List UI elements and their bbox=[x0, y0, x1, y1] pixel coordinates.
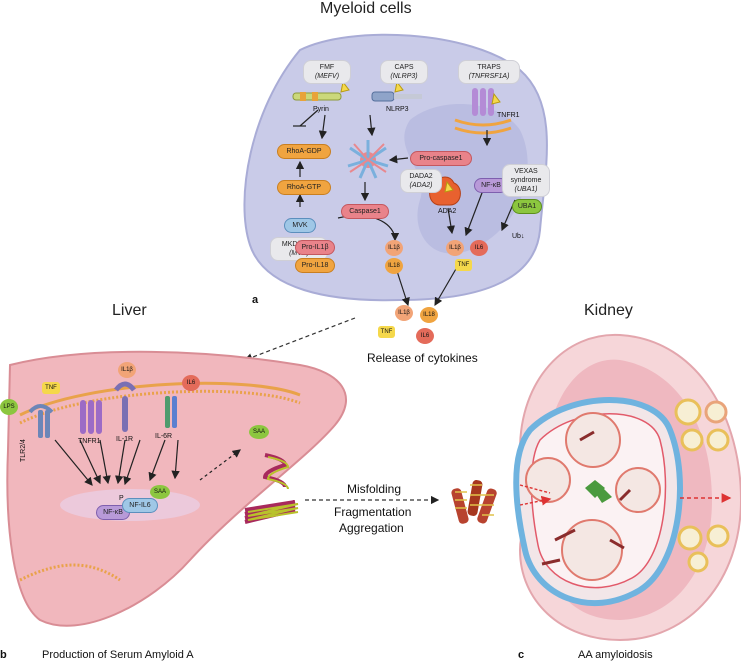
liver-nfkb: NF-κB bbox=[96, 505, 130, 520]
saa-liver-nucleus: SAA bbox=[150, 485, 170, 499]
released-il18: IL18 bbox=[420, 307, 438, 323]
panel-label-b: b bbox=[0, 649, 7, 661]
tlr24-label: TLR2/4 bbox=[20, 439, 27, 462]
liver-tnf: TNF bbox=[42, 382, 60, 394]
caspase1: Caspase1 bbox=[341, 204, 389, 219]
nlrp3-gene: (NLRP3) bbox=[390, 73, 418, 80]
caps-badge: CAPS (NLRP3) bbox=[380, 60, 428, 84]
inflammasome bbox=[347, 140, 389, 179]
vexas-badge: VEXAS syndrome (UBA1) bbox=[502, 164, 550, 197]
released-il1b: IL1β bbox=[395, 305, 413, 321]
title-kidney: Kidney bbox=[584, 302, 633, 319]
title-liver: Liver bbox=[112, 302, 147, 319]
il1b-cell-2: IL1β bbox=[446, 240, 464, 256]
rhoa-gtp: RhoA-GTP bbox=[277, 180, 331, 195]
il1r-label: IL-1R bbox=[116, 436, 134, 443]
glomerulus bbox=[513, 397, 683, 607]
fmf-badge: FMF (MEFV) bbox=[303, 60, 351, 84]
saa-monomer bbox=[262, 453, 290, 490]
uba1-protein: UBA1 bbox=[512, 199, 542, 214]
tnfr1-cell-label: TNFR1 bbox=[497, 112, 520, 119]
fmf-label: FMF bbox=[319, 64, 335, 71]
ada2-label: ADA2 bbox=[438, 208, 457, 215]
misfolding-label: Misfolding bbox=[347, 482, 402, 496]
dashed-arrow-to-liver bbox=[243, 317, 356, 362]
pro-il18: Pro-IL18 bbox=[295, 258, 335, 273]
uba1-gene: (UBA1) bbox=[514, 186, 538, 193]
amyloid-fibrils bbox=[451, 480, 497, 524]
panel-label-c: c bbox=[518, 649, 525, 661]
released-tnf: TNF bbox=[378, 326, 395, 338]
pro-caspase1: Pro-caspase1 bbox=[410, 151, 472, 166]
nlrp3-protein bbox=[371, 80, 422, 102]
liver-arrows bbox=[54, 439, 241, 486]
caption-c: AA amyloidosis bbox=[578, 649, 653, 661]
mefv-gene: (MEFV) bbox=[314, 73, 340, 80]
tnf-cell: TNF bbox=[455, 259, 472, 271]
title-myeloid: Myeloid cells bbox=[320, 0, 412, 17]
il18-cell: IL18 bbox=[385, 258, 403, 274]
mvk-protein: MVK bbox=[284, 218, 316, 233]
dada2-badge: DADA2 (ADA2) bbox=[400, 169, 442, 193]
traps-badge: TRAPS (TNFRSF1A) bbox=[458, 60, 520, 84]
ub-label: Ub↓ bbox=[512, 233, 525, 240]
cell-arrows bbox=[293, 109, 516, 307]
dada2-label: DADA2 bbox=[409, 173, 433, 180]
tubules bbox=[674, 398, 732, 573]
caption-b: Production of Serum Amyloid A bbox=[42, 649, 194, 661]
pyrin-label: Pyrin bbox=[313, 106, 329, 113]
fragmentation-label: Fragmentation bbox=[334, 505, 412, 519]
liver-il6: IL6 bbox=[182, 375, 200, 391]
pyrin-protein bbox=[292, 80, 350, 101]
nlrp3-label: NLRP3 bbox=[386, 106, 409, 113]
saa-secreted: SAA bbox=[249, 425, 269, 439]
pro-il1b: Pro-IL1β bbox=[295, 240, 335, 255]
aggregation-label: Aggregation bbox=[339, 521, 404, 535]
liver-receptors bbox=[28, 381, 177, 438]
rhoa-gdp: RhoA-GDP bbox=[277, 144, 331, 159]
traps-label: TRAPS bbox=[477, 64, 501, 71]
il6r-label: IL-6R bbox=[155, 433, 173, 440]
liver-il1b: IL1β bbox=[118, 362, 136, 378]
tnfrsf1a-gene: (TNFRSF1A) bbox=[468, 73, 510, 80]
saa-misfolded bbox=[244, 500, 299, 524]
liver-lps: LPS bbox=[0, 399, 18, 415]
panel-label-a: a bbox=[252, 294, 259, 306]
ada2-gene: (ADA2) bbox=[409, 182, 433, 189]
vexas-label-2: syndrome bbox=[510, 177, 542, 184]
caps-label: CAPS bbox=[394, 64, 414, 71]
vexas-label-1: VEXAS bbox=[514, 168, 538, 175]
phospho-label: P bbox=[119, 495, 124, 502]
liver-nfil6: NF-IL6 bbox=[122, 498, 158, 513]
il6-cell: IL6 bbox=[470, 240, 488, 256]
tnfr1-receptor-cell bbox=[454, 88, 512, 135]
il1b-cell-1: IL1β bbox=[385, 240, 403, 256]
liver-tnfr1-label: TNFR1 bbox=[78, 438, 101, 445]
released-il6: IL6 bbox=[416, 328, 434, 344]
release-label: Release of cytokines bbox=[367, 351, 478, 365]
